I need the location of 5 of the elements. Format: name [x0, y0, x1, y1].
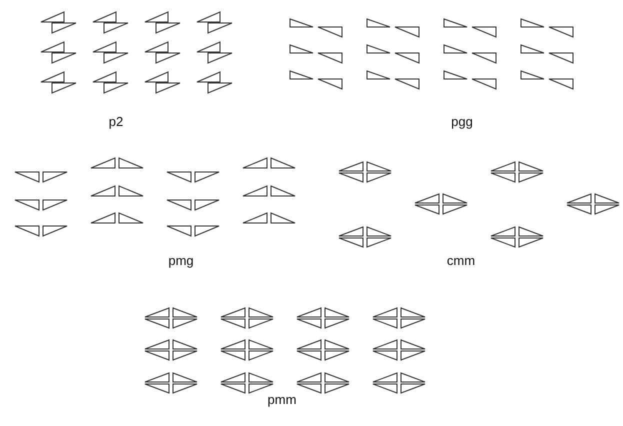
pattern-label: pgg — [451, 114, 473, 129]
pattern-label: pmm — [268, 392, 296, 407]
pattern-label: p2 — [108, 114, 124, 129]
pattern-label: cmm — [446, 253, 476, 268]
pattern-label: pmg — [168, 253, 194, 268]
